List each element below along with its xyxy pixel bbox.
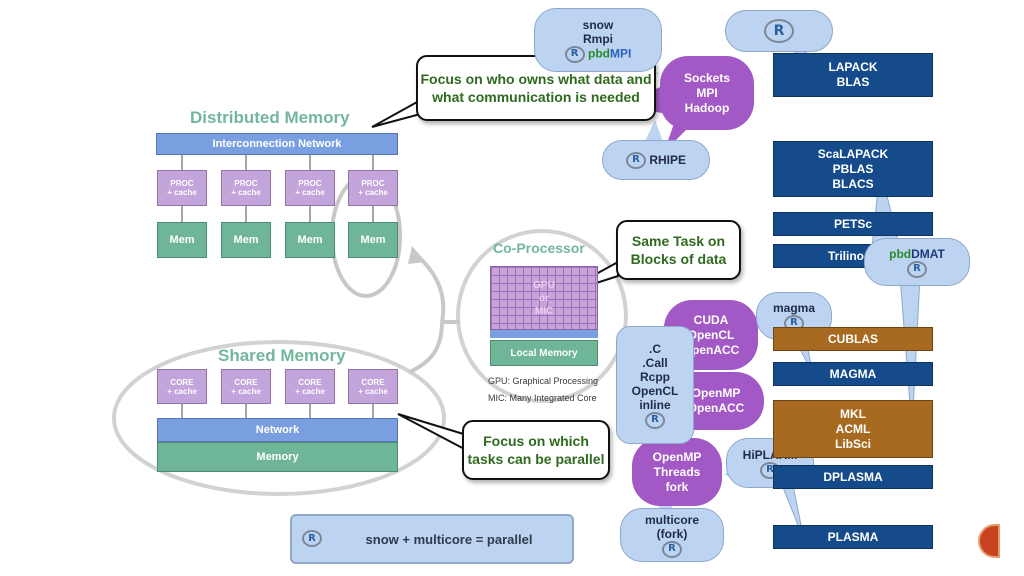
proc-box: PROC + cache [285,170,335,206]
multicore-bubble: multicore (fork) R [620,508,724,562]
core-box: CORE + cache [285,369,335,404]
pbddmat-bubble: pbdDMAT R [864,238,970,286]
shared-network: Network [157,418,398,442]
slide-badge-icon [978,524,1000,558]
parallel-banner-label: snow + multicore = parallel [365,531,533,547]
r-logo-icon: R [907,260,927,278]
core-box: CORE + cache [157,369,207,404]
coprocessor-title: Co-Processor [493,240,585,256]
dplasma-box: DPLASMA [773,465,933,489]
r-logo-icon: R [564,45,585,63]
dmat-suffix: DMAT [911,246,945,261]
coprocessor-callout: Same Task on Blocks of data [616,220,741,280]
pbd-prefix: pbd [588,46,610,61]
coprocessor-bus [490,330,598,338]
petsc-box: PETSc [773,212,933,236]
mem-box: Mem [348,222,398,258]
sockets-bubble: Sockets MPI Hadoop [660,56,754,130]
r-logo-icon: R [764,19,794,43]
pbddmat-label: pbdDMAT [889,247,945,261]
pbd-prefix: pbd [889,246,912,261]
r-logo-icon: R [625,151,646,169]
magma-box: MAGMA [773,362,933,386]
scalapack-box: ScaLAPACK PBLAS BLACS [773,141,933,197]
proc-box: PROC + cache [221,170,271,206]
local-memory-box: Local Memory [490,340,598,366]
shared-memory-title: Shared Memory [218,346,346,365]
rhipe-bubble: R RHIPE [602,140,710,180]
core-box: CORE + cache [348,369,398,404]
gpu-note: GPU: Graphical Processing [488,376,599,386]
cublas-box: CUBLAS [773,327,933,351]
distributed-memory-title: Distributed Memory [190,108,350,127]
interconnection-network: Interconnection Network [156,133,398,155]
mkl-box: MKL ACML LibSci [773,400,933,458]
rhipe-label: RHIPE [649,153,687,167]
shared-memory-box: Memory [157,442,398,472]
pbdmpi-label: R pbdMPI [564,45,632,63]
snow-rmpi-bubble: snow Rmpi R pbdMPI [534,8,662,72]
multicore-label: multicore (fork) [644,512,699,541]
plasma-box: PLASMA [773,525,933,549]
lapack-box: LAPACK BLAS [773,53,933,97]
r-logo-icon: R [662,540,682,558]
mpi-suffix: MPI [610,46,632,61]
r-logo-icon: R [302,530,322,547]
call-label: .C .Call Rcpp OpenCL inline [631,341,679,412]
trilinos-label: Trilinos [828,249,871,263]
r-lapack-bubble: R [725,10,833,52]
magma-r-label: magma [772,300,816,315]
shared-callout: Focus on which tasks can be parallel [462,420,610,480]
mem-box: Mem [285,222,335,258]
proc-box: PROC + cache [157,170,207,206]
rmpi-label: Rmpi [583,31,613,46]
mem-box: Mem [157,222,207,258]
openmp-threads-bubble: OpenMP Threads fork [632,438,722,506]
gpu-grid: GPU or MIC [490,266,598,330]
snow-label: snow [582,17,614,32]
mic-note: MIC: Many Integrated Core [488,393,597,403]
core-box: CORE + cache [221,369,271,404]
proc-box: PROC + cache [348,170,398,206]
r-logo-icon: R [645,411,665,429]
parallel-banner: R snow + multicore = parallel [290,514,574,564]
mem-box: Mem [221,222,271,258]
call-bubble: .C .Call Rcpp OpenCL inline R [616,326,694,444]
